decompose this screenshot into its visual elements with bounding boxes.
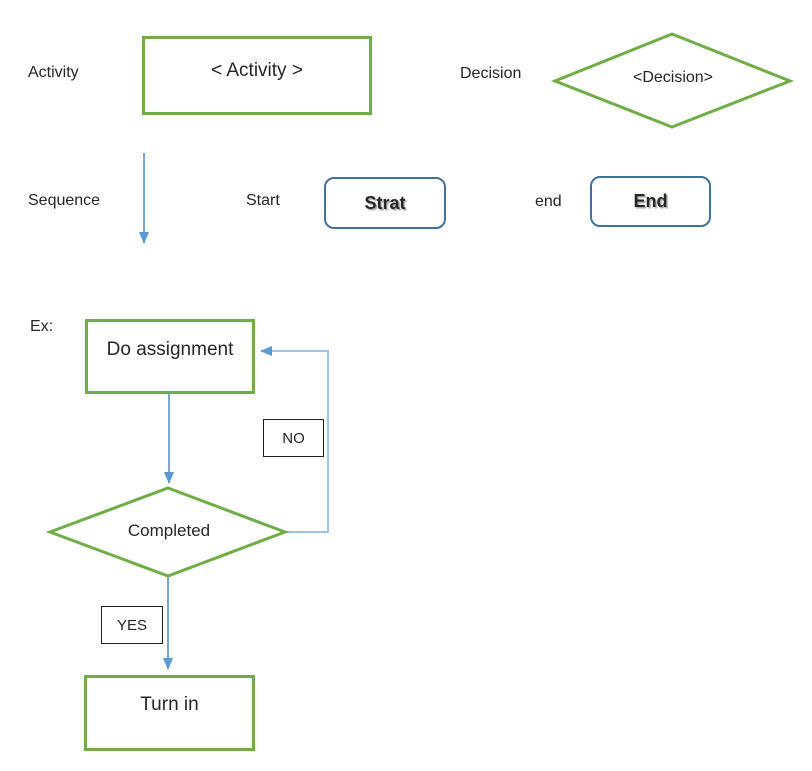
yes-box: YES <box>101 606 163 644</box>
sequence-label: Sequence <box>28 192 101 209</box>
completed-text: Completed <box>127 521 211 540</box>
no-box: NO <box>263 419 324 457</box>
start-label: Start <box>246 192 280 209</box>
no-text: NO <box>282 429 305 447</box>
step1-box: Do assignment <box>85 319 255 394</box>
activity-shape-text: < Activity > <box>211 59 303 81</box>
end-label: end <box>535 193 562 210</box>
end-shape-text: End <box>633 191 668 211</box>
decision-label: Decision <box>460 65 522 82</box>
step1-text: Do assignment <box>106 339 234 360</box>
activity-shape: < Activity > <box>142 36 372 115</box>
start-shape-text: Strat <box>364 192 406 213</box>
decision-diamond-shape <box>550 32 795 129</box>
completed-diamond-shape <box>45 486 290 578</box>
end-shape: End <box>590 176 711 227</box>
example-label: Ex: <box>30 318 54 335</box>
activity-label: Activity <box>28 64 79 81</box>
step2-box: Turn in <box>84 675 255 751</box>
no-loop-connector <box>260 346 329 533</box>
yes-text: YES <box>116 616 147 634</box>
step2-text: Turn in <box>140 694 199 715</box>
start-shape: Strat <box>324 177 446 229</box>
decision-shape-text: <Decision> <box>632 69 714 86</box>
